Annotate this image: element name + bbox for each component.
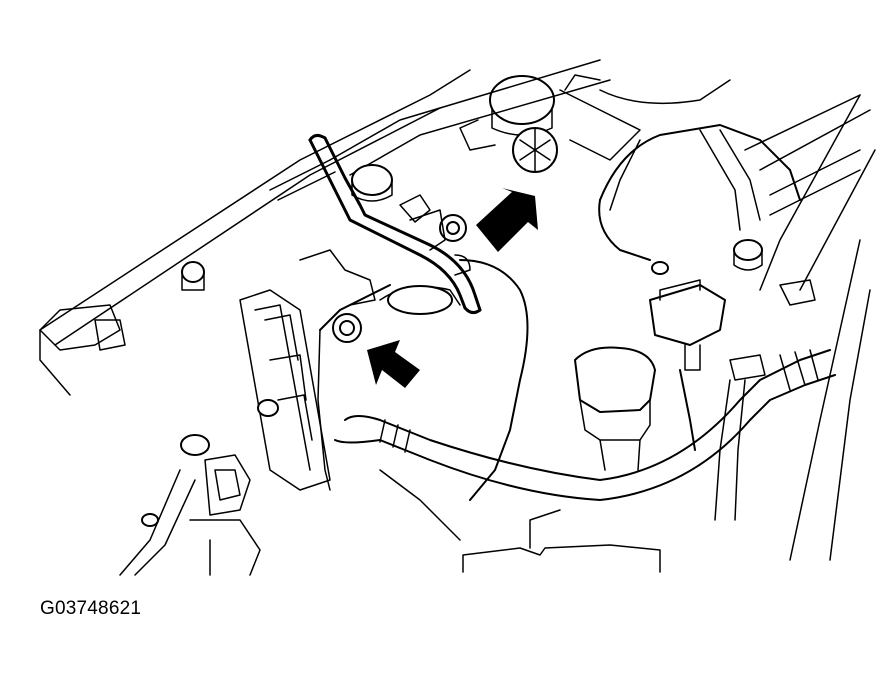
figure-code-label: G03748621 — [40, 598, 142, 619]
radiator-support — [329, 59, 641, 176]
arrow-lower — [367, 340, 420, 388]
mounting-bracket — [299, 194, 471, 306]
upper-bolt — [439, 214, 467, 242]
air-intake-duct — [598, 94, 871, 261]
lower-coolant-hose — [334, 349, 836, 501]
left-component-box — [239, 289, 331, 491]
overflow-hose — [308, 133, 482, 315]
radiator-cap — [459, 75, 558, 173]
right-cap — [651, 239, 763, 275]
left-fender-bracket — [39, 261, 205, 351]
right-hose-clamp — [714, 279, 816, 521]
coolant-reservoir — [317, 259, 529, 501]
master-cylinder — [574, 346, 656, 471]
lower-left-parts — [141, 434, 461, 576]
fill-cap-left — [269, 159, 393, 202]
arrow-upper — [476, 188, 538, 252]
lower-bolt — [332, 313, 362, 343]
bottom-connector — [462, 509, 661, 573]
hood-edge-lines — [39, 69, 876, 576]
sensor-body — [649, 279, 726, 451]
